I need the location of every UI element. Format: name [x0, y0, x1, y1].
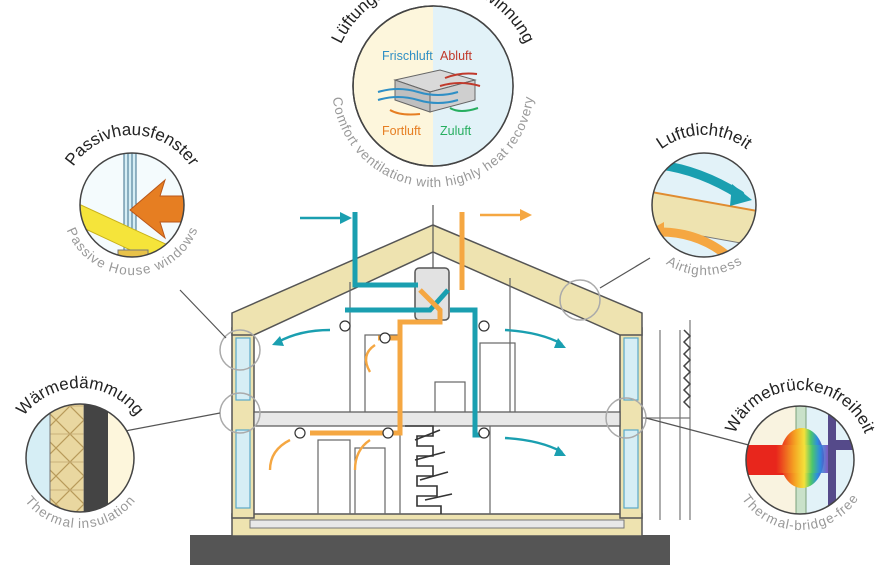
label-frischluft: Frischluft — [382, 49, 433, 63]
intermediate-floor — [253, 411, 621, 427]
roof — [231, 224, 643, 336]
callout-insulation: Wärmedämmung Thermal insulation — [12, 373, 147, 531]
callout-windows: Passivhausfenster Passive House windows — [61, 120, 203, 278]
label-zuluft: Zuluft — [440, 124, 472, 138]
label-fortluft: Fortluft — [382, 124, 421, 138]
callout-ventilation: Frischluft Abluft Fortluft Zuluft Lüftun… — [328, 0, 539, 190]
house — [119, 205, 761, 565]
callout-airtightness: Luftdichtheit Airtightness — [651, 120, 757, 278]
label-abluft: Abluft — [440, 49, 472, 63]
right-window-upper — [623, 337, 639, 401]
left-window-lower — [235, 429, 251, 509]
ground — [190, 535, 670, 565]
staircase — [405, 425, 453, 514]
heat-exchanger-icon — [377, 69, 481, 116]
callout-airtightness-title: Luftdichtheit — [653, 120, 756, 153]
right-window-lower — [623, 429, 639, 509]
callout-thermal-bridge: Wärmebrückenfreiheit Thermal-bridge-free — [721, 375, 879, 533]
